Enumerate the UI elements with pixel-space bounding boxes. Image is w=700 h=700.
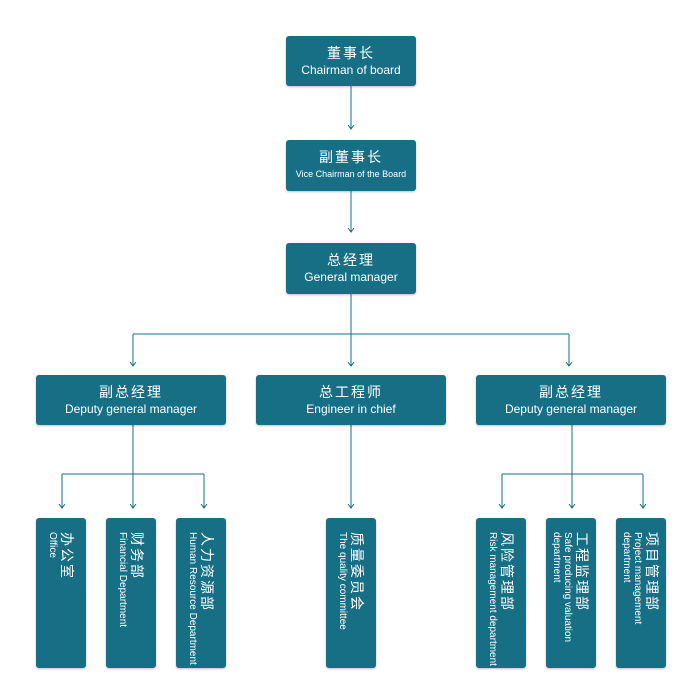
engineer-in-chief-label-cn: 总工程师 bbox=[319, 383, 383, 400]
dept-hr-label-en: Human Resource Department bbox=[187, 532, 198, 665]
dept-risk-label-cn: 风险管理部 bbox=[499, 532, 515, 612]
dept-hr-label-cn: 人力资源部 bbox=[199, 532, 215, 612]
chairman-box: 董事长 Chairman of board bbox=[286, 36, 416, 86]
vice-chairman-box: 副董事长 Vice Chairman of the Board bbox=[286, 140, 416, 191]
dept-risk-box: 风险管理部 Risk management department bbox=[476, 518, 526, 668]
dept-quality-label-cn: 质量委员会 bbox=[349, 532, 365, 612]
deputy-gm-left-box: 副总经理 Deputy general manager bbox=[36, 375, 226, 425]
dept-office-label-cn: 办公室 bbox=[59, 532, 75, 580]
dept-risk-label-en: Risk management department bbox=[487, 532, 498, 666]
dept-quality-box: 质量委员会 The quality committee bbox=[326, 518, 376, 668]
dept-safety-label-cn: 工程监理部 bbox=[574, 532, 591, 612]
deputy-gm-right-box: 副总经理 Deputy general manager bbox=[476, 375, 666, 425]
dept-project-label-en: Project management department bbox=[621, 532, 644, 625]
vice-chairman-label-cn: 副董事长 bbox=[319, 149, 383, 165]
chairman-label-cn: 董事长 bbox=[327, 44, 375, 61]
dept-project-box: 项目管理部 Project management department bbox=[616, 518, 666, 668]
dept-project-label-cn: 项目管理部 bbox=[644, 532, 661, 612]
deputy-gm-right-label-en: Deputy general manager bbox=[504, 401, 638, 416]
deputy-gm-left-label-cn: 副总经理 bbox=[99, 383, 163, 400]
dept-office-box: 办公室 Office bbox=[36, 518, 86, 668]
dept-finance-label-cn: 财务部 bbox=[129, 532, 145, 580]
chairman-label-en: Chairman of board bbox=[301, 62, 401, 77]
general-manager-box: 总经理 General manager bbox=[286, 243, 416, 294]
dept-safety-box: 工程监理部 Safe producing valuation departmen… bbox=[546, 518, 596, 668]
vice-chairman-label-en: Vice Chairman of the Board bbox=[295, 169, 407, 179]
dept-hr-box: 人力资源部 Human Resource Department bbox=[176, 518, 226, 668]
dept-safety-label-en: Safe producing valuation department bbox=[551, 532, 574, 643]
dept-finance-label-en: Financial Department bbox=[117, 532, 128, 628]
general-manager-label-cn: 总经理 bbox=[327, 252, 375, 268]
dept-office-label-en: Office bbox=[47, 532, 58, 558]
engineer-in-chief-label-en: Engineer in chief bbox=[306, 401, 396, 416]
deputy-gm-left-label-en: Deputy general manager bbox=[64, 401, 198, 416]
dept-quality-label-en: The quality committee bbox=[337, 532, 348, 630]
engineer-in-chief-box: 总工程师 Engineer in chief bbox=[256, 375, 446, 425]
general-manager-label-en: General manager bbox=[304, 270, 398, 284]
deputy-gm-right-label-cn: 副总经理 bbox=[539, 383, 603, 400]
dept-finance-box: 财务部 Financial Department bbox=[106, 518, 156, 668]
